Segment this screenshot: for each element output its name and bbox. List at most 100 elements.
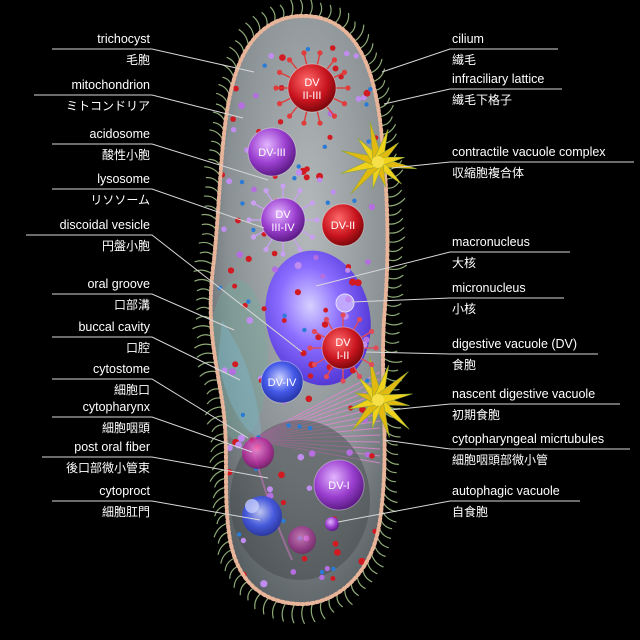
vacuole-spike-tip bbox=[263, 247, 268, 252]
particle bbox=[309, 450, 316, 457]
label-ja: 細胞咽頭部微小管 bbox=[452, 453, 604, 468]
particle bbox=[232, 284, 237, 289]
cilium-strand bbox=[253, 16, 260, 33]
cilium-strand bbox=[363, 568, 373, 582]
particle bbox=[356, 96, 362, 102]
particle bbox=[355, 279, 362, 286]
cilium-strand bbox=[282, 603, 286, 622]
label-en: cilium bbox=[452, 32, 484, 47]
vacuole-spike-tip bbox=[310, 234, 315, 239]
particle bbox=[306, 47, 310, 51]
particle bbox=[296, 169, 302, 175]
particle bbox=[246, 317, 253, 324]
cilium-strand bbox=[320, 601, 325, 619]
particle bbox=[323, 308, 328, 313]
particle bbox=[253, 93, 258, 98]
cilium-strand bbox=[194, 344, 213, 348]
particle bbox=[327, 135, 332, 140]
cilium-strand bbox=[311, 603, 315, 622]
cilium-strand bbox=[205, 380, 219, 385]
label-en: micronucleus bbox=[452, 281, 526, 296]
particle bbox=[282, 314, 286, 318]
particle bbox=[226, 178, 232, 184]
cilium-strand bbox=[207, 416, 224, 424]
particle bbox=[322, 321, 328, 327]
label-en: infraciliary lattice bbox=[452, 72, 544, 87]
label-micronucleus: micronucleus 小核 bbox=[452, 281, 526, 317]
cilium-strand bbox=[387, 275, 404, 279]
particle bbox=[330, 45, 336, 51]
cilium-strand bbox=[348, 22, 355, 35]
cilium-strand bbox=[383, 358, 402, 363]
cilium-strand bbox=[384, 322, 403, 325]
vacuole-spike-tip bbox=[251, 200, 256, 205]
label-digestive-vacuole: digestive vacuole (DV) 食胞 bbox=[452, 337, 577, 373]
label-en: acidosome bbox=[48, 127, 150, 142]
label-en: mitochondrion bbox=[28, 78, 150, 93]
particle bbox=[232, 361, 238, 367]
cilium-strand bbox=[290, 0, 293, 17]
label-en: post oral fiber bbox=[38, 440, 150, 455]
cilium-strand bbox=[384, 331, 400, 334]
micronucleus-shape bbox=[336, 294, 354, 312]
cilium-strand bbox=[211, 443, 226, 452]
particle bbox=[260, 580, 267, 587]
vacuole-label: DV-III bbox=[258, 147, 286, 159]
cilium-strand bbox=[270, 7, 275, 23]
cilium-strand bbox=[386, 182, 399, 189]
particle bbox=[344, 51, 350, 57]
label-cytostome: cytostome 細胞口 bbox=[48, 362, 150, 398]
particle bbox=[368, 87, 372, 91]
label-oral-groove: oral groove 口部溝 bbox=[48, 277, 150, 313]
cilium-strand bbox=[206, 178, 220, 186]
cilium-strand bbox=[234, 574, 243, 588]
vacuole-spike-tip bbox=[312, 362, 317, 367]
vacuole-label: DV bbox=[275, 209, 291, 221]
cilium-strand bbox=[309, 0, 312, 16]
vacuole-label: DV-I bbox=[328, 480, 349, 492]
vacuole-spike-tip bbox=[310, 200, 315, 205]
vacuole-spike-tip bbox=[369, 329, 374, 334]
digestive-vacuole-dv-iii: DV-III bbox=[248, 128, 296, 176]
cilium-strand bbox=[383, 492, 397, 503]
vacuole-spike-tip bbox=[277, 101, 282, 106]
particle bbox=[231, 127, 236, 132]
cilium-strand bbox=[198, 362, 216, 367]
cilium-strand bbox=[273, 601, 278, 619]
cilium-strand bbox=[209, 130, 223, 141]
particle bbox=[367, 139, 371, 143]
label-trichocyst: trichocyst 毛胞 bbox=[48, 32, 150, 68]
particle bbox=[297, 164, 301, 168]
particle bbox=[295, 262, 302, 269]
particle bbox=[308, 426, 312, 430]
cilium-strand bbox=[387, 209, 401, 215]
cilium-strand bbox=[240, 581, 248, 595]
label-ja: 酸性小胞 bbox=[48, 148, 150, 163]
cilium-strand bbox=[218, 541, 230, 555]
label-post-oral-fiber: post oral fiber 後口部微小管束 bbox=[38, 440, 150, 476]
cilium-strand bbox=[386, 294, 403, 297]
particle bbox=[365, 378, 369, 382]
cilium-strand bbox=[200, 371, 218, 376]
label-ja: 細胞口 bbox=[48, 383, 150, 398]
label-ja: 細胞肛門 bbox=[48, 505, 150, 520]
particle bbox=[326, 201, 330, 205]
cilium-strand bbox=[202, 234, 216, 239]
label-cytopharyngeal-microtubules: cytopharyngeal micrtubules 細胞咽頭部微小管 bbox=[452, 432, 604, 468]
vacuole-spike-tip bbox=[324, 374, 329, 379]
label-en: cytostome bbox=[48, 362, 150, 377]
vacuole-label-sub: II-III bbox=[303, 90, 322, 102]
particle bbox=[246, 256, 252, 262]
vacuole-spike-tip bbox=[301, 120, 306, 125]
particle bbox=[262, 306, 267, 311]
particle bbox=[345, 296, 351, 302]
cilium-strand bbox=[246, 23, 254, 39]
particle bbox=[230, 116, 236, 122]
cilium-strand bbox=[329, 597, 334, 612]
vacuole-spike-tip bbox=[340, 312, 345, 317]
particle bbox=[237, 532, 241, 536]
cilium-strand bbox=[367, 53, 377, 65]
cilium-strand bbox=[262, 12, 268, 27]
label-discoidal-vesicle: discoidal vesicle 円盤小胞 bbox=[20, 218, 150, 254]
